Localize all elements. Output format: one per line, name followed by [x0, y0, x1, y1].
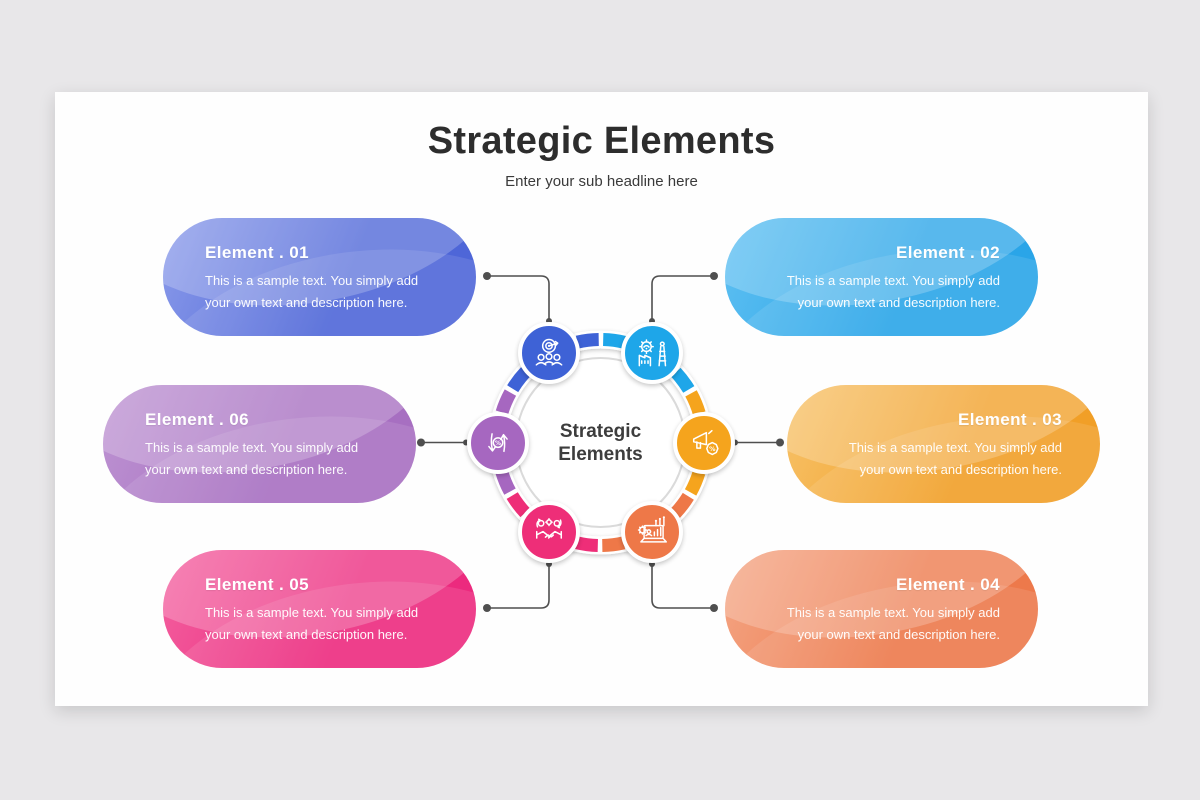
- element-06-title: Element . 06: [145, 410, 250, 429]
- slide-canvas: Strategic Elements Enter your sub headli…: [55, 92, 1148, 706]
- hub-node-05: [518, 501, 580, 563]
- element-04-body: This is a sample text. You simply add yo…: [786, 605, 1000, 642]
- element-02-body: This is a sample text. You simply add yo…: [786, 273, 1000, 310]
- exchange-percent-icon: %: [479, 424, 517, 462]
- element-05-body: This is a sample text. You simply add yo…: [205, 605, 419, 642]
- element-card-06: Element . 06 This is a sample text. You …: [103, 385, 416, 503]
- element-06-body: This is a sample text. You simply add yo…: [145, 440, 359, 477]
- hub-node-03: %: [673, 412, 735, 474]
- element-03-title: Element . 03: [957, 410, 1062, 429]
- audience-target-icon: [530, 334, 568, 372]
- element-01-title: Element . 01: [205, 243, 310, 262]
- hub-label-line2: Elements: [558, 443, 643, 465]
- element-card-03: Element . 03 This is a sample text. You …: [787, 385, 1100, 503]
- element-03-body: This is a sample text. You simply add yo…: [848, 440, 1062, 477]
- analytics-laptop-icon: [633, 516, 671, 551]
- hub-node-01: [518, 322, 580, 384]
- hub-node-06: %: [467, 412, 529, 474]
- element-card-04: Element . 04 This is a sample text. You …: [725, 550, 1038, 668]
- element-05-title: Element . 05: [205, 575, 310, 594]
- connector-element-04: [651, 565, 714, 609]
- megaphone-percent-icon: %: [685, 424, 723, 462]
- element-card-01: Element . 01 This is a sample text. You …: [163, 218, 476, 336]
- hub-label: Strategic Elements: [558, 420, 642, 466]
- hub-circle: Strategic Elements: [515, 357, 686, 528]
- element-04-title: Element . 04: [895, 575, 1000, 594]
- element-card-02: Element . 02 This is a sample text. You …: [725, 218, 1038, 336]
- element-01-body: This is a sample text. You simply add yo…: [205, 273, 419, 310]
- handshake-gear-icon: [530, 513, 568, 551]
- connector-element-01: [487, 275, 550, 320]
- element-card-05: Element . 05 This is a sample text. You …: [163, 550, 476, 668]
- page-title: Strategic Elements: [427, 120, 776, 162]
- connector-element-02: [651, 275, 714, 320]
- svg-text:%: %: [709, 446, 716, 453]
- hub-node-02: [621, 322, 683, 384]
- svg-text:%: %: [495, 440, 501, 447]
- element-02-title: Element . 02: [895, 243, 1000, 262]
- industry-gear-icon: [633, 334, 671, 372]
- hub-label-line1: Strategic: [559, 420, 642, 442]
- page-subtitle: Enter your sub headline here: [505, 173, 698, 190]
- slide-heading: Strategic Elements Enter your sub headli…: [55, 120, 1148, 190]
- connector-element-05: [487, 565, 550, 609]
- hub-node-04: [621, 501, 683, 563]
